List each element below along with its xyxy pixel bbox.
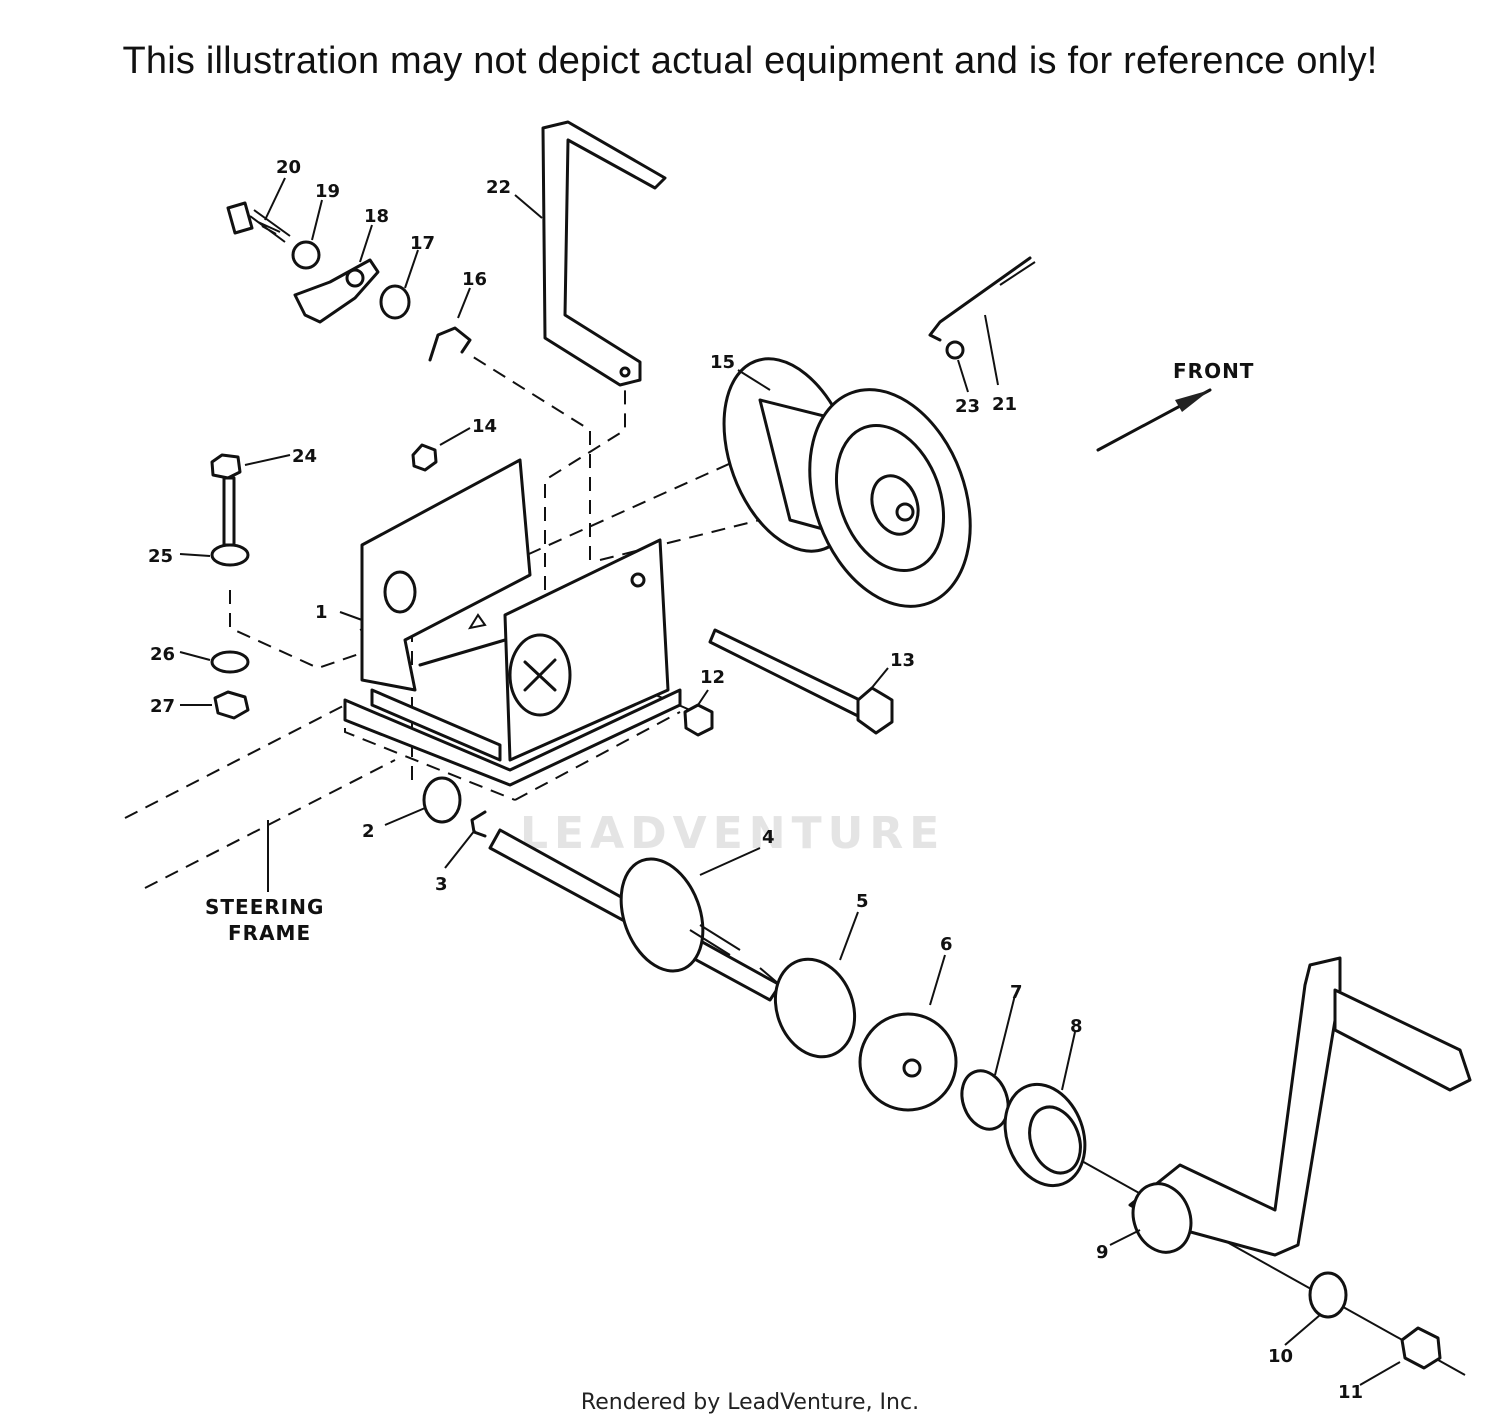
bearing-8 (1003, 1082, 1087, 1188)
callout-24: 24 (292, 446, 317, 467)
nut-11 (1400, 1326, 1442, 1370)
callout-23: 23 (955, 396, 980, 417)
callout-20: 20 (276, 157, 301, 178)
callout-10: 10 (1268, 1346, 1293, 1367)
rendered-by-footer: Rendered by LeadVenture, Inc. (580, 1390, 920, 1415)
callout-9: 9 (1096, 1242, 1109, 1263)
callout-6: 6 (940, 934, 953, 955)
callout-5: 5 (856, 891, 869, 912)
adjusting-bolt (226, 201, 291, 243)
retaining-ring-3 (470, 810, 487, 838)
front-label: FRONT (1173, 359, 1254, 383)
pin-clip (945, 340, 965, 360)
callout-15: 15 (710, 352, 735, 373)
callout-26: 26 (150, 644, 175, 665)
nut-27 (213, 690, 250, 720)
callout-12: 12 (700, 667, 725, 688)
bolt-24 (210, 453, 242, 547)
washer-10 (1308, 1271, 1348, 1319)
spring-clip (428, 326, 472, 362)
callout-17: 17 (410, 233, 435, 254)
callout-25: 25 (148, 546, 173, 567)
lock-washer-26 (210, 650, 250, 674)
watermark-text: LEADVENTURE (520, 808, 946, 859)
callout-8: 8 (1070, 1016, 1083, 1037)
washer-19 (291, 240, 321, 270)
callout-27: 27 (150, 696, 175, 717)
callout-21: 21 (992, 394, 1017, 415)
shaft-and-gear-4 (488, 828, 782, 1002)
callout-4: 4 (762, 827, 775, 848)
bolt-13 (708, 628, 894, 735)
cable-reel (722, 357, 972, 608)
callout-13: 13 (890, 650, 915, 671)
washer-25 (210, 543, 250, 567)
winch-bracket (343, 458, 682, 787)
callout-11: 11 (1338, 1382, 1363, 1403)
cable-pin (928, 256, 1036, 342)
spacer-7 (960, 1069, 1010, 1131)
callout-19: 19 (315, 181, 340, 202)
callout-7: 7 (1010, 982, 1023, 1003)
callout-16: 16 (462, 269, 487, 290)
callout-14: 14 (472, 416, 497, 437)
nut-14 (411, 443, 438, 472)
nut-12 (683, 703, 714, 737)
lever-bar (541, 120, 667, 387)
crank-handle-9 (1128, 956, 1472, 1257)
callout-18: 18 (364, 206, 389, 227)
callout-1: 1 (315, 602, 328, 623)
callout-2: 2 (362, 821, 375, 842)
sprocket-6 (858, 1012, 958, 1112)
bushing-17 (379, 284, 411, 320)
latch-plate (293, 258, 380, 324)
steering-frame-label-line2: FRAME (228, 921, 311, 945)
leader-lines (179, 177, 1401, 1386)
disclaimer-text: This illustration may not depict actual … (122, 40, 1378, 82)
steering-frame-label-line1: STEERING (205, 895, 324, 919)
washer-5 (773, 957, 857, 1059)
bushing-2 (422, 776, 462, 824)
steering-frame-outline (124, 704, 681, 892)
callout-22: 22 (486, 177, 511, 198)
callout-3: 3 (435, 874, 448, 895)
front-arrow (1096, 388, 1212, 452)
